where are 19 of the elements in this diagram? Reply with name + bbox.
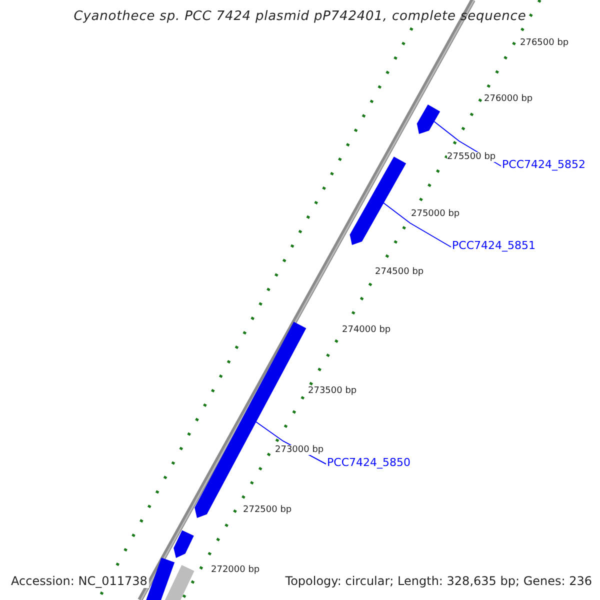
scale-label: 272500 bp <box>243 505 292 515</box>
leader-line <box>382 202 452 248</box>
gene-feature <box>350 156 406 245</box>
gene-feature <box>146 558 175 600</box>
diagram-title: Cyanothece sp. PCC 7424 plasmid pP742401, complete sequence <box>72 9 528 24</box>
scale-label: 274000 bp <box>342 325 391 335</box>
scale-label: 276000 bp <box>484 94 533 104</box>
info-text: Topology: circular; Length: 328,635 bp; Genes: 236 <box>283 574 594 588</box>
scale-label: 272000 bp <box>211 565 260 575</box>
info-text: Accession: NC_011738 <box>9 574 150 588</box>
gene-label: PCC7424_5850 <box>327 456 410 469</box>
gene-feature <box>416 104 440 134</box>
scale-label: 276500 bp <box>520 38 569 48</box>
scale-label: 273000 bp <box>275 445 324 455</box>
gene-label: PCC7424_5851 <box>452 239 536 252</box>
gene-label: PCC7424_5852 <box>502 158 586 171</box>
gene-feature <box>174 530 194 558</box>
gene-feature <box>165 565 194 600</box>
scale-label: 274500 bp <box>375 267 424 277</box>
